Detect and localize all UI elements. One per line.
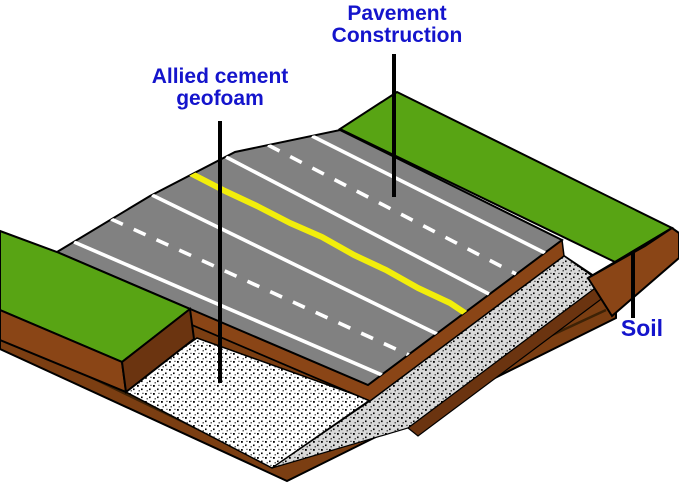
pavement-label-line2: Construction <box>331 24 463 47</box>
geofoam-slope-stipple <box>272 256 602 468</box>
road-marking-solid-far <box>311 134 546 255</box>
road-center-line-yellow <box>189 171 468 316</box>
road-marking-dashed-near <box>110 217 410 357</box>
grass-verge-cut-face <box>120 307 196 394</box>
geofoam-top-stipple <box>122 338 370 468</box>
allied-cement-geofoam-label: Allied cement geofoam <box>118 66 322 110</box>
geofoam-label-line2: geofoam <box>176 87 264 110</box>
geofoam-label-line1: Allied cement <box>151 65 289 88</box>
pavement-label-line1: Pavement <box>347 2 447 25</box>
road-marking-dashed-far <box>267 143 517 276</box>
soil-label: Soil <box>620 315 664 341</box>
road-markings <box>73 134 546 377</box>
road-marking-solid-mid-far <box>225 155 490 296</box>
road-marking-solid-near <box>73 240 383 377</box>
road-marking-solid-mid-near <box>151 193 438 336</box>
pavement-construction-label: Pavement Construction <box>295 3 499 47</box>
